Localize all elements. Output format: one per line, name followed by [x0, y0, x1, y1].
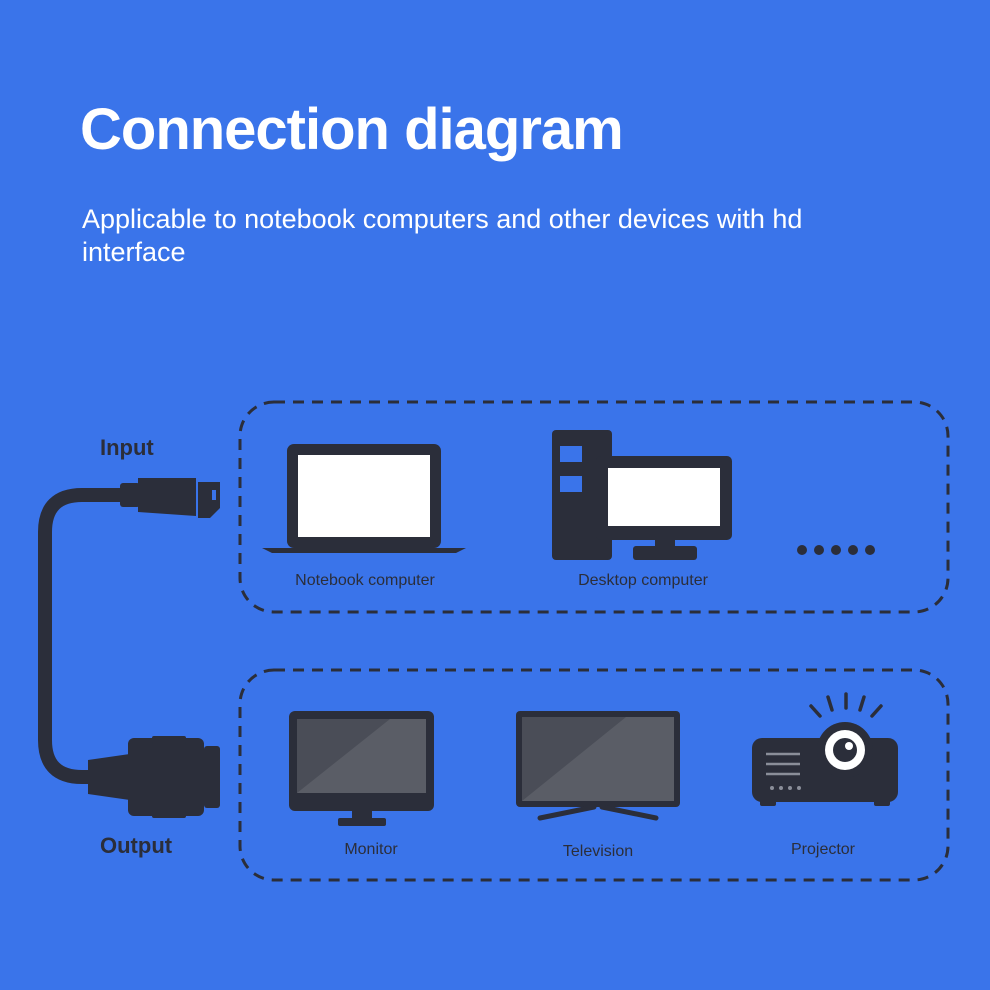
television-icon: [516, 711, 680, 821]
laptop-icon: [262, 444, 466, 553]
notebook-computer-label: Notebook computer: [295, 572, 435, 589]
monitor-icon: [289, 711, 434, 826]
page-subtitle: Applicable to notebook computers and oth…: [82, 204, 803, 267]
output-label: Output: [100, 833, 173, 858]
hdmi-connector-icon: [120, 478, 220, 518]
page-title: Connection diagram: [80, 97, 624, 162]
output-devices-box: [238, 668, 950, 882]
desktop-computer-label: Desktop computer: [578, 572, 708, 589]
more-dots-icon: [797, 545, 875, 555]
television-label: Television: [562, 843, 634, 860]
monitor-label: Monitor: [344, 841, 398, 858]
adapter-cable: [38, 488, 132, 784]
input-devices-box: [238, 400, 950, 614]
vga-connector-icon: [88, 736, 220, 818]
desktop-computer-icon: [552, 430, 732, 560]
projector-label: Projector: [790, 841, 856, 858]
projector-icon: [752, 692, 898, 806]
input-label: Input: [100, 435, 154, 460]
